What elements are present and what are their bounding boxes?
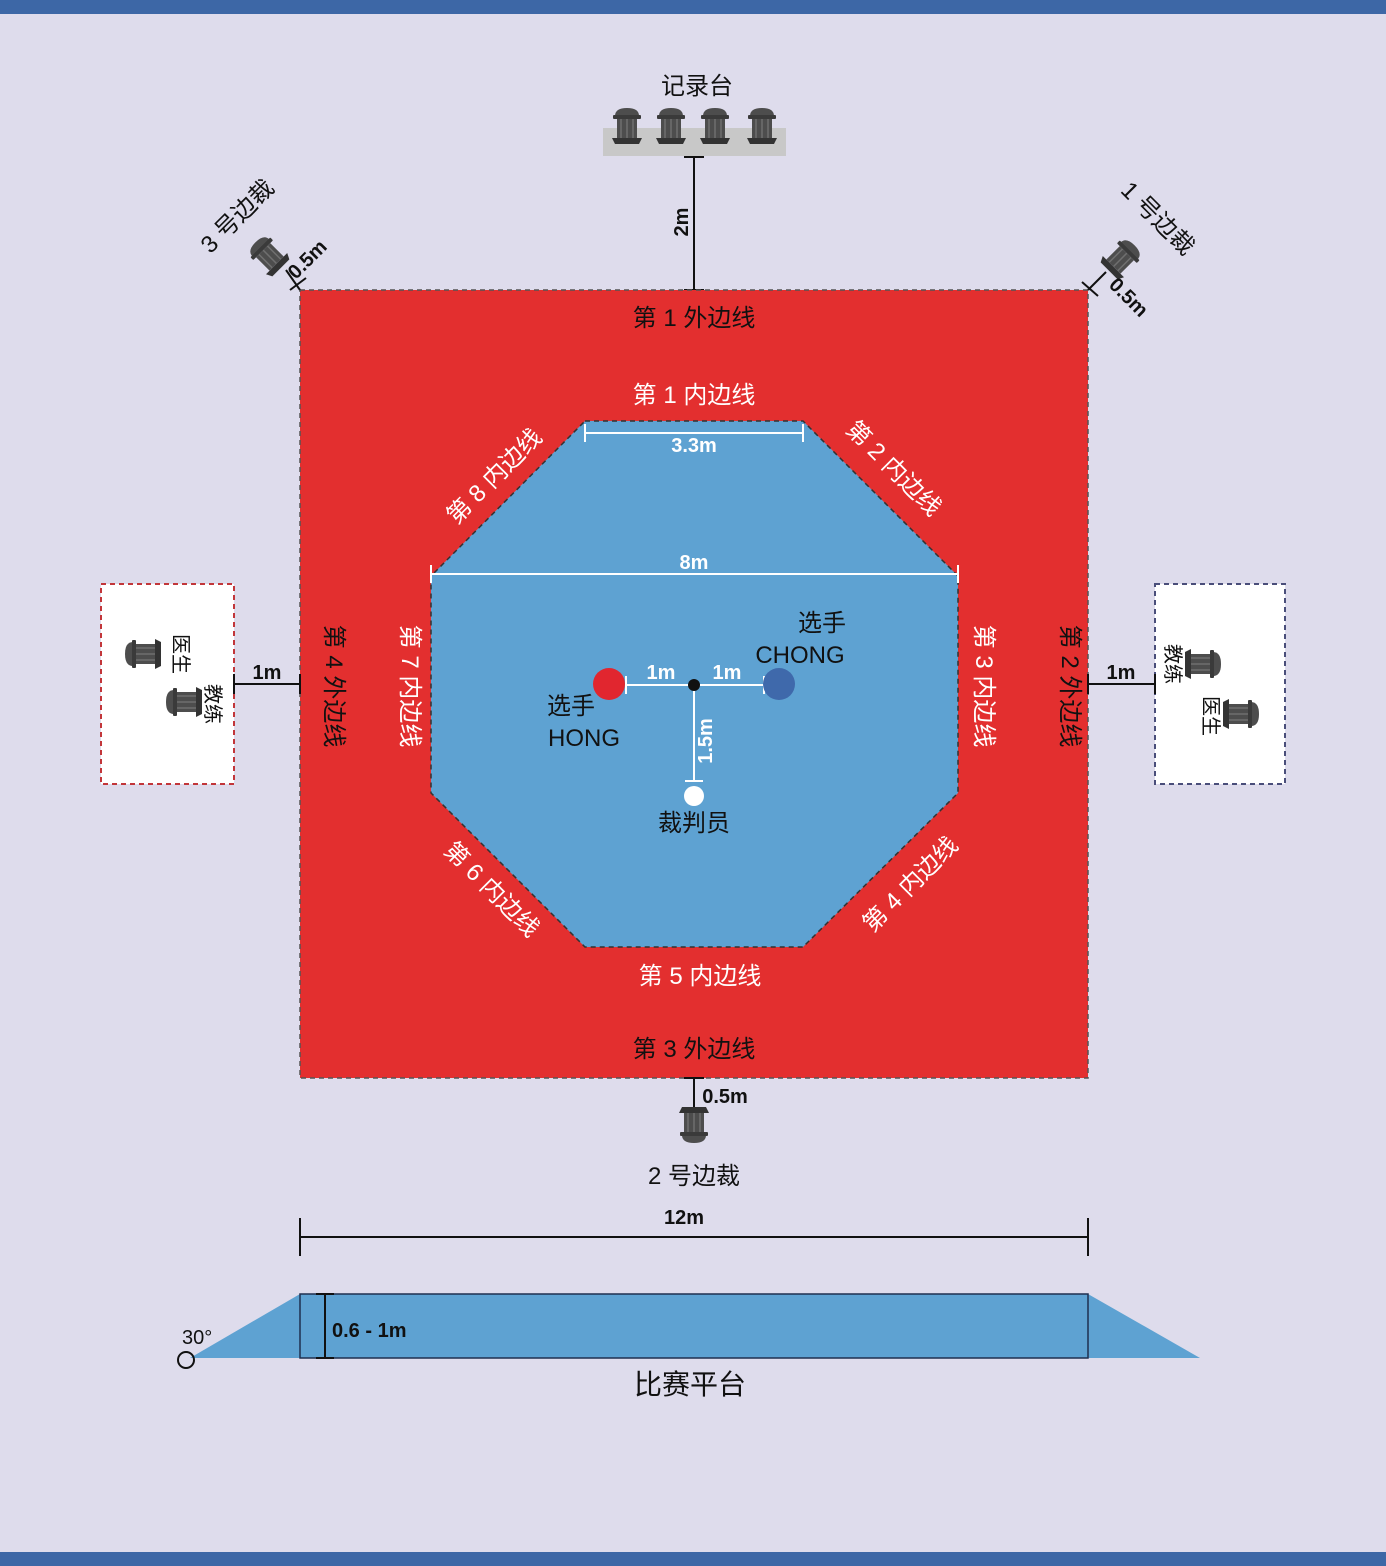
player-hong-name: HONG xyxy=(548,725,620,752)
bottom-frame-border xyxy=(0,1552,1386,1566)
judge-1-distance-label: 0.5m xyxy=(1104,274,1152,322)
inner-line-5-label: 第 5 内边线 xyxy=(639,963,762,990)
record-distance-label: 2m xyxy=(671,208,693,237)
mat-width-label: 12m xyxy=(664,1207,704,1229)
angle-circle-icon xyxy=(177,1351,195,1369)
chair-icon xyxy=(678,1106,710,1144)
player-chong-name: CHONG xyxy=(755,642,844,669)
platform-label: 比赛平台 xyxy=(634,1369,746,1400)
slope-angle-label: 30° xyxy=(182,1327,212,1349)
chair-icon xyxy=(655,107,687,145)
chair-icon xyxy=(699,107,731,145)
top-frame-border xyxy=(0,0,1386,14)
platform-body xyxy=(299,1293,1089,1359)
record-table-label: 记录台 xyxy=(661,73,733,100)
player-offset-left-label: 1m xyxy=(647,662,676,684)
right-doctor-label: 医生 xyxy=(1199,696,1222,736)
judge-2-label: 2 号边裁 xyxy=(648,1163,740,1190)
referee-label: 裁判员 xyxy=(658,810,730,837)
left-doctor-label: 医生 xyxy=(169,634,192,674)
inner-width-label: 8m xyxy=(680,552,709,574)
outer-line-4-label: 第 4 外边线 xyxy=(320,625,347,748)
judge-2-distance-label: 0.5m xyxy=(702,1086,748,1108)
inner-line-1-label: 第 1 内边线 xyxy=(633,382,756,409)
right-support-box xyxy=(1154,583,1286,785)
referee-marker xyxy=(684,786,704,806)
player-chong-marker xyxy=(763,668,795,700)
chair-icon xyxy=(611,107,643,145)
platform-height-label: 0.6 - 1m xyxy=(332,1320,406,1342)
player-offset-right-label: 1m xyxy=(713,662,742,684)
platform-left-slope xyxy=(190,1294,300,1358)
left-support-box xyxy=(100,583,235,785)
referee-offset-label: 1.5m xyxy=(695,718,717,764)
record-table xyxy=(603,107,786,156)
center-mark xyxy=(688,679,700,691)
left-coach-label: 教练 xyxy=(201,684,224,724)
outer-line-1-label: 第 1 外边线 xyxy=(633,305,756,332)
player-hong-title: 选手 xyxy=(547,693,595,720)
player-hong-marker xyxy=(593,668,625,700)
chair-icon xyxy=(746,107,778,145)
chair-icon xyxy=(244,231,293,280)
inner-line-7-label: 第 7 内边线 xyxy=(396,625,423,748)
outer-line-2-label: 第 2 外边线 xyxy=(1056,625,1083,748)
player-chong-title: 选手 xyxy=(798,610,846,637)
left-box-distance-label: 1m xyxy=(253,662,282,684)
platform-right-slope xyxy=(1088,1294,1200,1358)
inner-line-3-label: 第 3 内边线 xyxy=(970,625,997,748)
inner-top-width-label: 3.3m xyxy=(671,435,717,457)
outer-line-3-label: 第 3 外边线 xyxy=(633,1036,756,1063)
right-box-distance-label: 1m xyxy=(1107,662,1136,684)
judge-3-distance-label: 0.5m xyxy=(284,236,332,284)
right-coach-label: 教练 xyxy=(1161,644,1184,684)
